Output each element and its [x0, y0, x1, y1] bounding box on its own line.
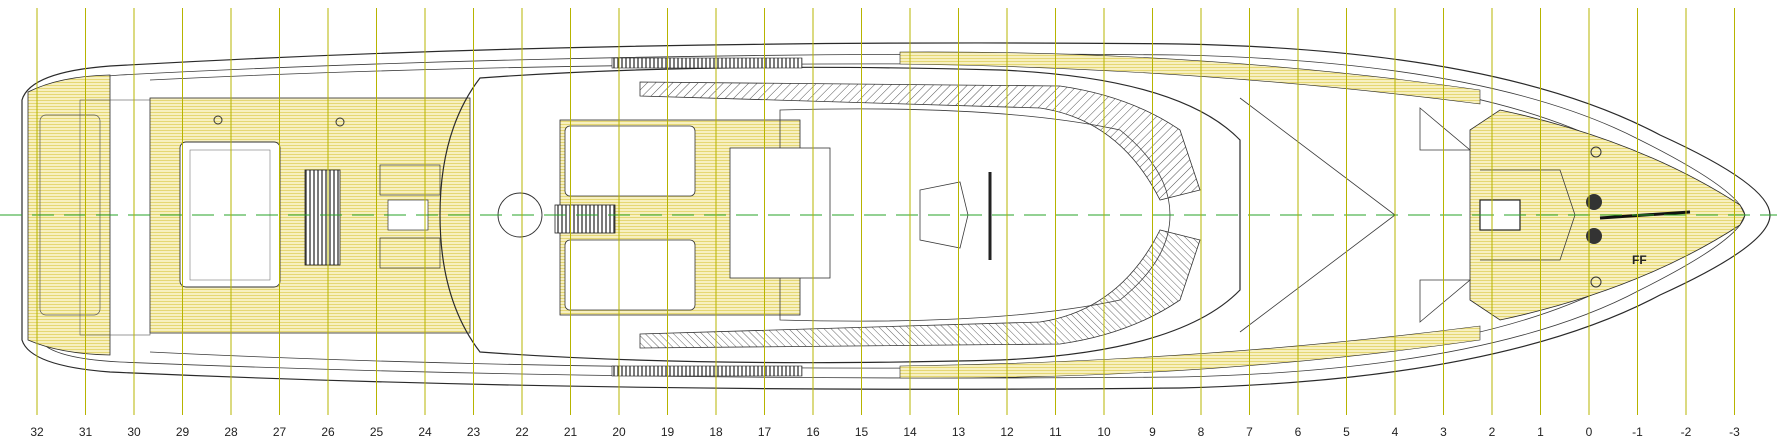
side-deck-starboard	[899, 325, 1481, 379]
windscreen-hatch-port	[639, 81, 1201, 201]
frame-label-19: 19	[661, 425, 675, 439]
frame-label-11: 11	[1049, 425, 1062, 439]
cockpit-table	[554, 204, 616, 234]
windlass-starboard	[1586, 228, 1602, 244]
helm-bench	[729, 147, 831, 279]
frame-label-32: 32	[30, 425, 44, 439]
frame-label-28: 28	[224, 425, 238, 439]
aft-stairs	[79, 99, 151, 336]
frame-label-20: 20	[612, 425, 626, 439]
side-vent-starboard	[611, 365, 803, 377]
frame-label-18: 18	[709, 425, 723, 439]
frame-label-22: 22	[515, 425, 529, 439]
frame-label-8: 8	[1198, 425, 1205, 439]
hatch-starboard	[1419, 279, 1472, 323]
frame-label-2: 2	[1489, 425, 1496, 439]
frame-label--1: -1	[1632, 425, 1643, 439]
frame-label-9: 9	[1149, 425, 1156, 439]
windlass-port	[1586, 194, 1602, 210]
frame-label-3: 3	[1440, 425, 1447, 439]
chair-1	[379, 164, 441, 196]
frame-label-23: 23	[467, 425, 481, 439]
frame-label-16: 16	[806, 425, 820, 439]
frame-label-10: 10	[1097, 425, 1111, 439]
cabin-roof	[439, 66, 1241, 364]
frame-label-29: 29	[176, 425, 190, 439]
frame-label-14: 14	[903, 425, 917, 439]
chair-2	[379, 237, 441, 269]
frame-label-12: 12	[1000, 425, 1014, 439]
frame-label-13: 13	[952, 425, 966, 439]
frame-label-24: 24	[418, 425, 432, 439]
frame-label-31: 31	[79, 425, 93, 439]
bollard-aft-2	[335, 117, 345, 127]
frame-label-1: 1	[1537, 425, 1544, 439]
cockpit-seat-starboard	[564, 239, 696, 311]
frame-label-15: 15	[855, 425, 869, 439]
frame-label-7: 7	[1246, 425, 1253, 439]
bow-bollard-starboard	[1590, 276, 1602, 288]
windscreen-hatch-starboard	[639, 229, 1201, 349]
hatch-port	[1419, 107, 1472, 151]
frame-annotation: FF	[1632, 253, 1647, 267]
side-vent-port	[611, 57, 803, 69]
frame-label-30: 30	[127, 425, 141, 439]
frame-label-0: 0	[1586, 425, 1593, 439]
frame-label-25: 25	[370, 425, 384, 439]
bollard-aft-1	[213, 115, 223, 125]
frame-label-6: 6	[1295, 425, 1302, 439]
aft-table	[304, 169, 341, 266]
side-deck-port	[899, 51, 1481, 105]
frame-label-4: 4	[1392, 425, 1399, 439]
cockpit-seat-port	[564, 125, 696, 197]
frame-label-27: 27	[273, 425, 287, 439]
frame-label--2: -2	[1681, 425, 1692, 439]
bow-bollard-port	[1590, 146, 1602, 158]
frame-label--3: -3	[1729, 425, 1740, 439]
frame-label-5: 5	[1343, 425, 1350, 439]
frame-label-21: 21	[564, 425, 578, 439]
frame-label-26: 26	[321, 425, 335, 439]
frame-label-17: 17	[758, 425, 772, 439]
dash-unit	[919, 181, 969, 249]
